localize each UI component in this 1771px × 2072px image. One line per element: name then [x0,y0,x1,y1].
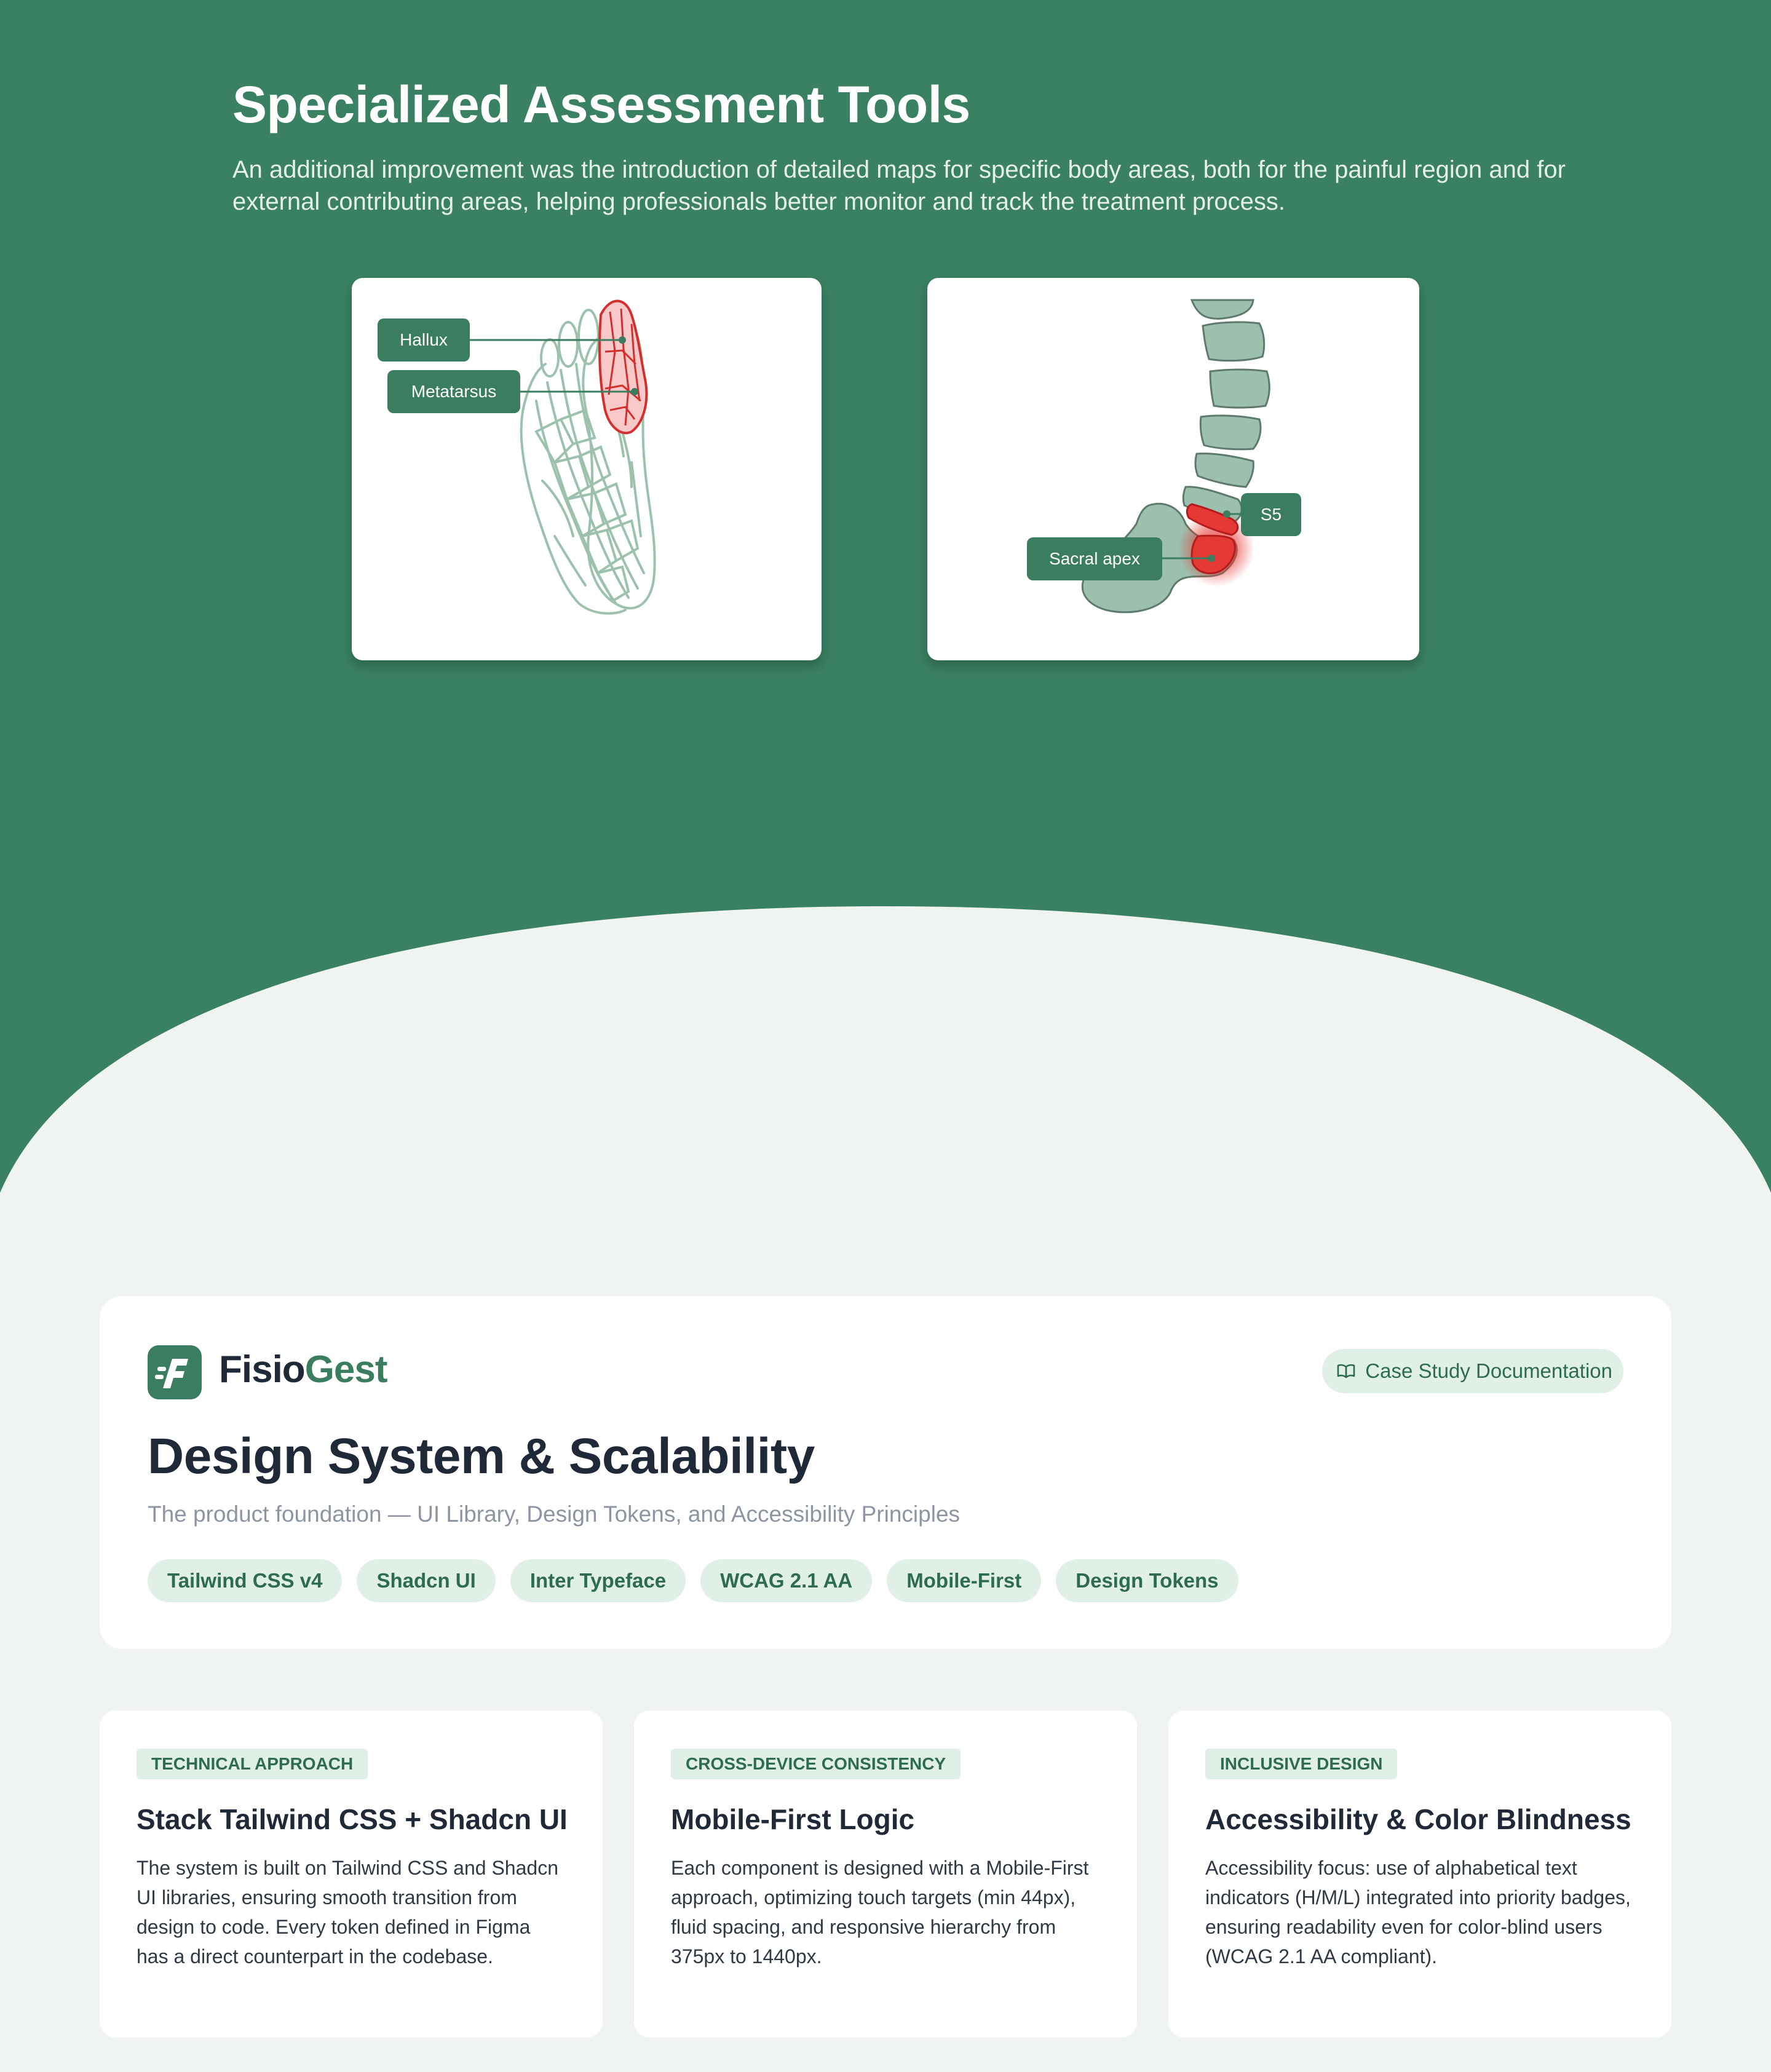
hallux-label[interactable]: Hallux [378,318,470,362]
design-system-subtitle: The product foundation — UI Library, Des… [148,1501,961,1527]
brand-name-part2: Gest [304,1348,388,1391]
feature-body: The system is built on Tailwind CSS and … [137,1857,558,1967]
feature-card-technical: TECHNICAL APPROACH Stack Tailwind CSS + … [100,1710,603,2038]
metatarsus-label[interactable]: Metatarsus [387,370,520,413]
tech-tag-list: Tailwind CSS v4 Shadcn UI Inter Typeface… [148,1559,1238,1602]
feature-card-inclusive: INCLUSIVE DESIGN Accessibility & Color B… [1168,1710,1671,2038]
tag-shadcn: Shadcn UI [357,1559,496,1602]
tag-design-tokens: Design Tokens [1056,1559,1238,1602]
feature-eyebrow: CROSS-DEVICE CONSISTENCY [671,1749,961,1779]
spine-map-card[interactable]: S5 Sacral apex [927,278,1419,660]
feature-body: Each component is designed with a Mobile… [671,1857,1089,1967]
tag-mobile-first: Mobile-First [887,1559,1042,1602]
feature-card-cross-device: CROSS-DEVICE CONSISTENCY Mobile-First Lo… [634,1710,1137,2038]
feature-title: Mobile-First Logic [671,1803,915,1835]
design-system-header-card: FisioGest Case Study Documentation Desig… [100,1296,1671,1649]
case-study-documentation-label: Case Study Documentation [1365,1359,1612,1382]
fisiogest-logo-icon [148,1345,202,1399]
foot-illustration [470,299,656,615]
s5-label[interactable]: S5 [1241,493,1301,536]
feature-title: Accessibility & Color Blindness [1205,1803,1631,1835]
feature-eyebrow: TECHNICAL APPROACH [137,1749,368,1779]
design-system-title: Design System & Scalability [148,1428,815,1484]
hero-title: Specialized Assessment Tools [232,76,970,133]
tag-tailwind: Tailwind CSS v4 [148,1559,343,1602]
hero-description: An additional improvement was the introd… [232,156,1566,215]
brand-name-part1: Fisio [219,1348,306,1391]
tag-wcag: WCAG 2.1 AA [700,1559,873,1602]
brand-name: FisioGest [219,1348,388,1391]
hero-curve-divider [0,906,1771,1236]
feature-body: Accessibility focus: use of alphabetical… [1205,1857,1631,1967]
foot-map-card[interactable]: Hallux Metatarsus [352,278,822,660]
hero-section: Specialized Assessment Tools An addition… [0,0,1771,1230]
sacral-apex-label[interactable]: Sacral apex [1027,537,1162,580]
book-icon [1337,1363,1355,1379]
feature-eyebrow: INCLUSIVE DESIGN [1205,1749,1398,1779]
case-study-documentation-badge[interactable]: Case Study Documentation [1322,1349,1623,1393]
tag-inter-typeface: Inter Typeface [510,1559,686,1602]
spine-illustration [1081,299,1270,614]
feature-title: Stack Tailwind CSS + Shadcn UI [137,1803,568,1835]
